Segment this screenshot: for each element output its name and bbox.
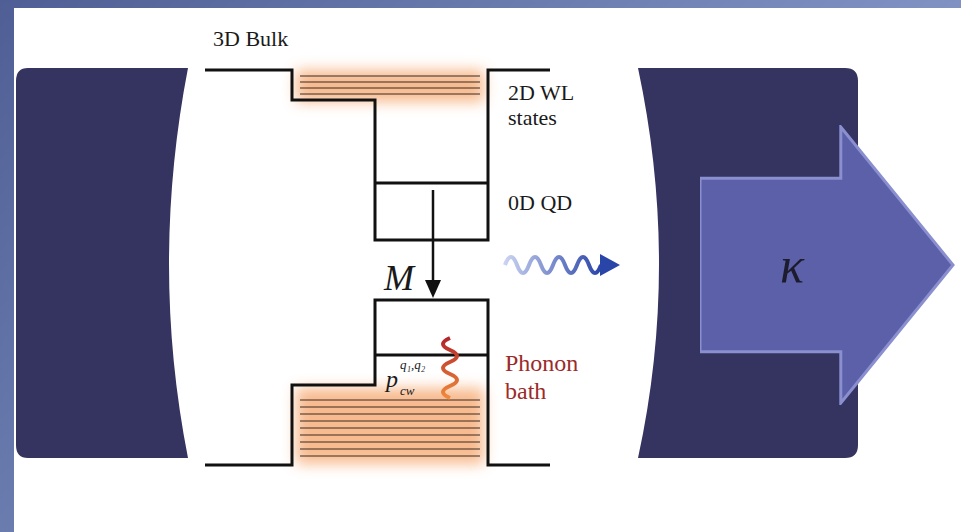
matrix-element: M (384, 258, 414, 299)
symbol: p (386, 366, 398, 394)
region-label: 0D QD (508, 190, 572, 215)
output-arrow: κ (700, 125, 956, 405)
region-label: 2D WL states (508, 80, 604, 131)
bath-label: Phonon bath (505, 350, 595, 405)
arrow-shape (700, 125, 956, 405)
mirror (16, 68, 188, 458)
decay-rate-symbol: κ (780, 240, 804, 290)
symbol-superscript: q₁,q₂ (400, 358, 425, 373)
region-label: 3D Bulk (213, 26, 288, 51)
symbol-subscript: cw (400, 384, 414, 399)
band-edge (205, 70, 550, 465)
